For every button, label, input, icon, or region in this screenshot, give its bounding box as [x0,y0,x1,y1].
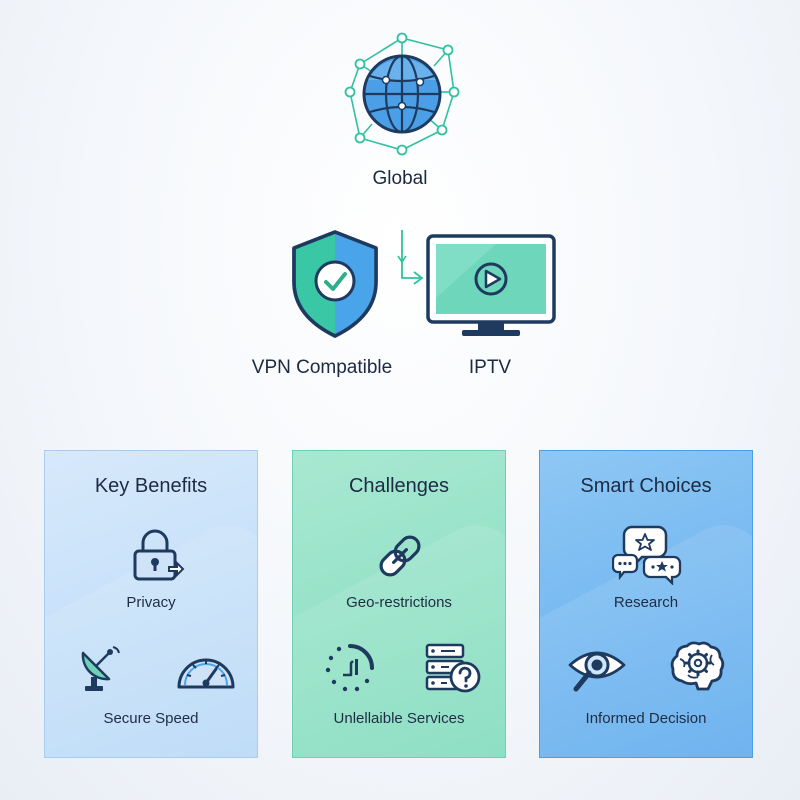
key-benefits-panel: Key Benefits Privacy Secure Speed [44,450,258,758]
speedometer-icon [177,658,235,689]
shield-check-icon [292,230,378,338]
informed-decision-label: Informed Decision [585,710,707,727]
privacy-label: Privacy [126,594,176,611]
lock-arrow-icon [133,529,185,581]
geo-restrictions-label: Geo-restrictions [346,594,452,611]
loading-spinner-icon [325,644,374,692]
smart-choices-panel: Smart Choices Research Informed Decision [539,450,753,758]
server-question-icon [425,643,481,693]
chain-link-icon [379,535,421,577]
vpn-compatible-label: VPN Compatible [251,357,393,378]
panel-title: Smart Choices [580,475,712,497]
global-label: Global [372,168,428,189]
challenges-panel: Challenges Geo-restrictions Unlellaible … [292,450,506,758]
tv-play-icon [426,234,556,336]
globe-network-icon [344,32,460,156]
secure-speed-label: Secure Speed [103,710,199,727]
eye-magnifier-icon [568,651,626,692]
connector-arrow [397,230,424,285]
panel-title: Challenges [348,475,450,497]
unreliable-services-label: Unlellaible Services [333,710,465,727]
satellite-dish-icon [81,646,120,691]
iptv-label: IPTV [468,357,512,378]
review-bubbles-icon [612,525,682,585]
research-label: Research [613,594,679,611]
brain-gear-icon [670,641,725,691]
panel-title: Key Benefits [94,475,208,497]
